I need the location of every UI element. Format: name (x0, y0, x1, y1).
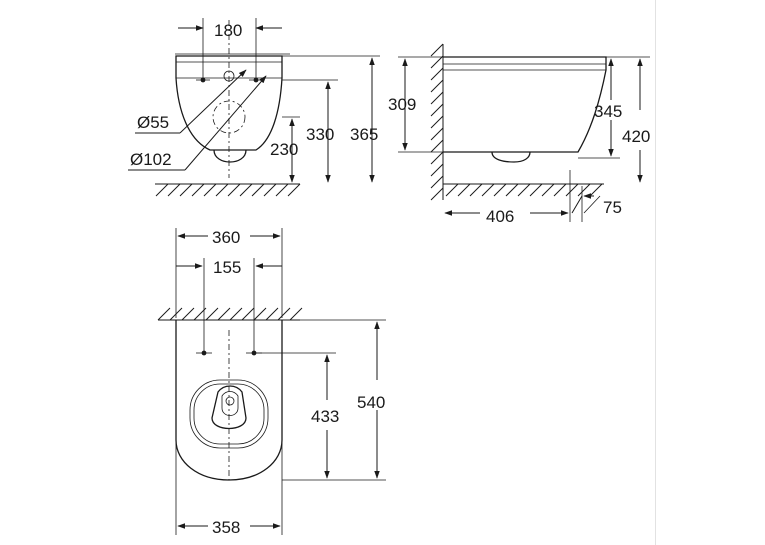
hatch-line (469, 183, 483, 197)
hatch-line (229, 307, 243, 321)
hatch-line (529, 183, 543, 197)
hatch-line (445, 183, 459, 197)
hatch-line (430, 91, 444, 105)
hatch-line (251, 183, 265, 197)
hatch-line (430, 139, 444, 153)
hatch-line (517, 183, 531, 197)
hatch-line (457, 183, 471, 197)
hatch-line (277, 307, 291, 321)
hatch-line (205, 307, 219, 321)
dim-230: 230 (270, 140, 298, 159)
hatch-line (227, 183, 241, 197)
front-bowl-outline (175, 55, 283, 151)
hatch-line (541, 183, 555, 197)
hatch-line (553, 183, 567, 197)
hatch-line (430, 55, 444, 69)
hatch-line (253, 307, 267, 321)
hatch-line (565, 183, 579, 197)
hatch-line (215, 183, 229, 197)
hatch-line (430, 187, 444, 201)
hatch-line (577, 183, 591, 197)
hatch-line (157, 307, 171, 321)
dim-420: 420 (622, 127, 650, 146)
hatch-line (481, 183, 495, 197)
hatch-line (430, 79, 444, 93)
hatch-line (203, 183, 217, 197)
hatch-line (217, 307, 231, 321)
dim-360: 360 (212, 228, 240, 247)
side-wall-hatch (430, 43, 444, 201)
top-wall-hatch (157, 307, 303, 321)
hatch-line (179, 183, 193, 197)
dim-433: 433 (311, 407, 339, 426)
hatch-line (239, 183, 253, 197)
dim-540: 540 (357, 393, 385, 412)
dim-330: 330 (306, 125, 334, 144)
hatch-line (265, 307, 279, 321)
hatch-line (241, 307, 255, 321)
page-edge-strip (655, 0, 765, 545)
dim-dia55: Ø55 (137, 113, 169, 132)
hatch-line (493, 183, 507, 197)
hatch-line (430, 115, 444, 129)
hatch-line (430, 127, 444, 141)
hatch-line (167, 183, 181, 197)
front-floor-hatch (155, 183, 301, 197)
front-view: 180 Ø55 Ø102 230 330 365 (128, 18, 380, 197)
hatch-line (430, 151, 444, 165)
hatch-line (430, 175, 444, 189)
side-view: 309 345 420 406 75 (388, 43, 650, 226)
dim-365: 365 (350, 125, 378, 144)
hatch-line (191, 183, 205, 197)
dim-345: 345 (594, 102, 622, 121)
hatch-line (430, 67, 444, 81)
side-bowl-outline (443, 56, 607, 153)
hatch-line (181, 307, 195, 321)
dim-75: 75 (603, 198, 622, 217)
hatch-line (287, 183, 301, 197)
hatch-line (589, 183, 603, 197)
hatch-line (430, 163, 444, 177)
hatch-line (430, 43, 444, 57)
dim-dia102: Ø102 (130, 150, 172, 169)
hatch-line (289, 307, 303, 321)
side-floor-hatch (443, 183, 604, 197)
dim-180: 180 (214, 21, 242, 40)
hatch-line (263, 183, 277, 197)
dim-406: 406 (486, 207, 514, 226)
hatch-line (505, 183, 519, 197)
dim-309: 309 (388, 95, 416, 114)
hatch-line (155, 183, 169, 197)
dim-155: 155 (213, 258, 241, 277)
hatch-line (275, 183, 289, 197)
hatch-line (430, 103, 444, 117)
dim-358: 358 (212, 518, 240, 537)
top-view: 360 155 433 540 358 (157, 228, 386, 537)
